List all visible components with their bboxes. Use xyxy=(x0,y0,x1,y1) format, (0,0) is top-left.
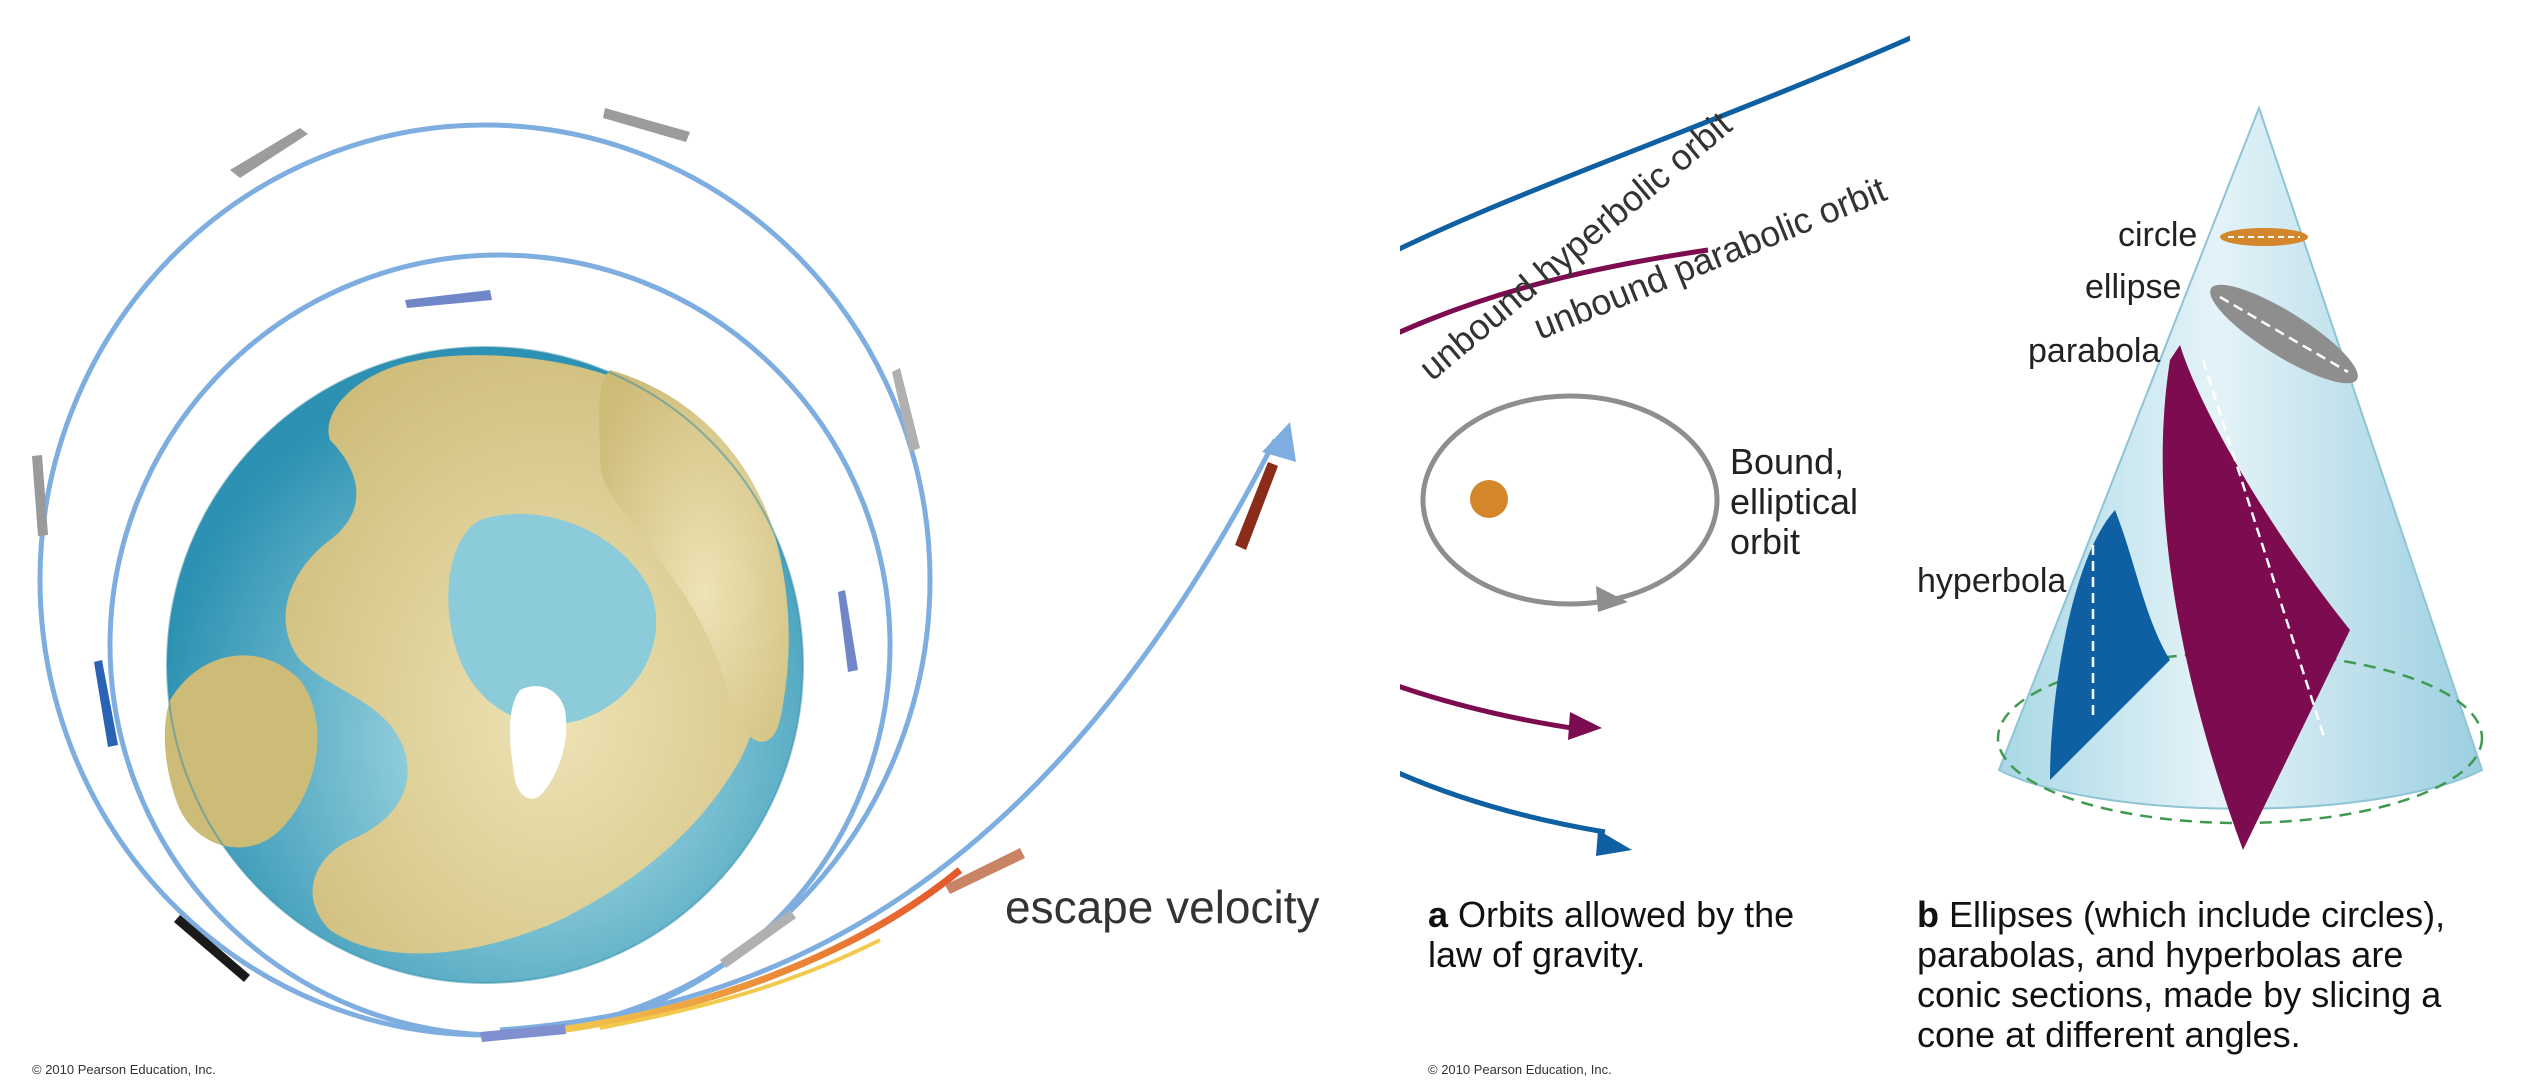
elliptical-arrowhead xyxy=(1596,586,1628,612)
spacecraft-icon xyxy=(230,128,308,178)
ellipse-section-axis xyxy=(2219,295,2349,374)
spacecraft-icon xyxy=(480,1024,566,1042)
engine-burn-flame-secondary xyxy=(599,938,881,1030)
circle-label: circle xyxy=(2118,216,2198,254)
parabola-label: parabola xyxy=(2028,332,2161,370)
escape-trajectory xyxy=(499,438,1278,1033)
spacecraft-icon xyxy=(945,848,1025,894)
escape-arrowhead xyxy=(1262,422,1296,462)
hyperbolic-arrowhead xyxy=(1596,830,1632,856)
elliptical-orbit xyxy=(1420,393,1720,607)
ellipse-label: ellipse xyxy=(2085,268,2182,306)
spacecraft-icon xyxy=(838,590,858,672)
hyperbola-section xyxy=(2050,510,2170,780)
parabola-section xyxy=(2162,345,2350,850)
parabola-section-axis xyxy=(2201,359,2327,741)
bound-label-line: Bound, xyxy=(1730,441,1845,482)
bound-label-line: orbit xyxy=(1730,521,1801,562)
earth-orbits-panel: escape velocity © 2010 Pearson Education… xyxy=(32,108,1320,1077)
earth-orbits-diagram xyxy=(32,108,1296,1042)
escape-rocket-icon xyxy=(1235,462,1278,550)
engine-burn-flame xyxy=(559,867,963,1034)
spacecraft-icon xyxy=(174,915,250,982)
caption-a-line: Orbits allowed by the xyxy=(1458,894,1795,935)
escape-velocity-label: escape velocity xyxy=(1005,881,1320,933)
spacecraft-icons xyxy=(32,108,1278,1042)
caption-a-line: law of gravity. xyxy=(1428,934,1646,975)
spacecraft-icon xyxy=(405,290,492,308)
spacecraft-icon xyxy=(32,455,48,536)
caption-a-letter: a xyxy=(1428,894,1449,935)
caption-b-line: parabolas, and hyperbolas are xyxy=(1917,934,2404,975)
caption-b-letter: b xyxy=(1917,894,1939,935)
parabolic-arrowhead xyxy=(1568,712,1602,740)
spacecraft-icon xyxy=(892,368,920,452)
spacecraft-icon xyxy=(603,108,690,142)
spacecraft-icon xyxy=(94,660,118,747)
hyperbola-label: hyperbola xyxy=(1917,562,2067,600)
central-mass-sun xyxy=(1470,480,1508,518)
caption-b-line: cone at different angles. xyxy=(1917,1014,2301,1055)
spacecraft-icon xyxy=(720,910,796,968)
conic-sections-diagram xyxy=(1996,105,2484,850)
caption-b-line: Ellipses (which include circles), xyxy=(1949,894,2446,935)
caption-b-line: conic sections, made by slicing a xyxy=(1917,974,2442,1015)
orbit-types-panel: unbound hyperbolic orbit unbound parabol… xyxy=(1154,0,1917,1080)
earth-globe xyxy=(164,346,804,984)
bound-elliptical-label: Bound, elliptical orbit xyxy=(1730,442,1858,562)
copyright-mid: © 2010 Pearson Education, Inc. xyxy=(1428,1062,1612,1077)
bound-label-line: elliptical xyxy=(1730,481,1859,522)
copyright-left: © 2010 Pearson Education, Inc. xyxy=(32,1062,216,1077)
